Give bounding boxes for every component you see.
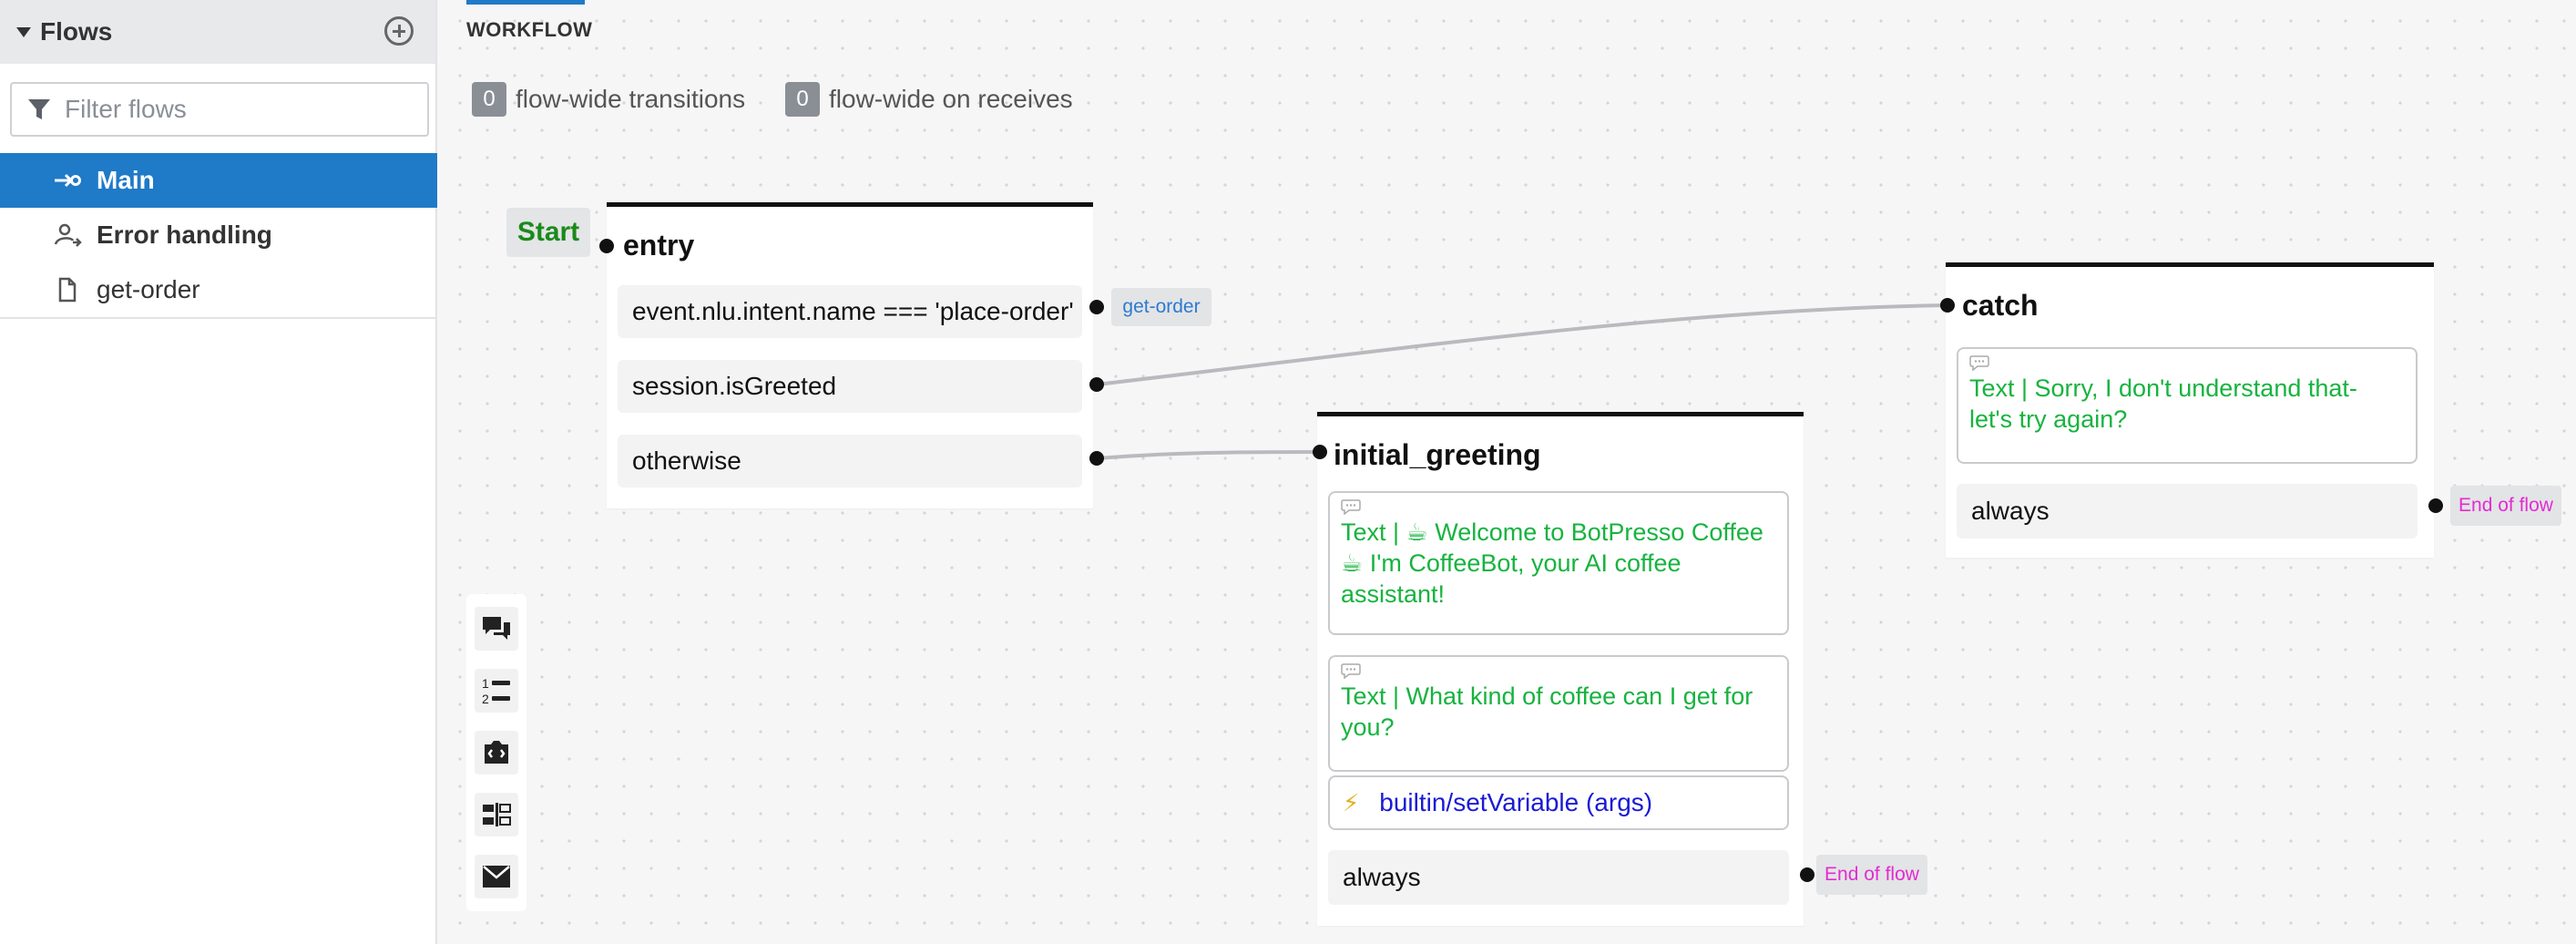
flow-wide-receives-label: flow-wide on receives	[829, 85, 1073, 113]
router-icon	[483, 803, 511, 826]
filter-flows-field[interactable]	[10, 82, 429, 137]
filter-flows-input[interactable]	[65, 95, 411, 124]
flow-item-main[interactable]: Main	[0, 153, 437, 208]
say-text: Text | ☕ Welcome to BotPresso Coffee ☕ I…	[1341, 518, 1763, 608]
flow-wide-receives[interactable]: 0 flow-wide on receives	[785, 82, 1073, 117]
transition-condition: session.isGreeted	[632, 372, 837, 400]
transition-condition: otherwise	[632, 446, 741, 475]
transition-output-port[interactable]	[2428, 498, 2443, 513]
link-otherwise-to-greeting	[1096, 450, 1320, 460]
filter-icon	[28, 99, 50, 119]
flow-wide-transitions-count: 0	[472, 82, 506, 117]
lightning-icon: ⚡	[1343, 788, 1360, 816]
say-card[interactable]: Text | Sorry, I don't understand that- l…	[1957, 347, 2418, 464]
node-title: initial_greeting	[1334, 438, 1541, 471]
entry-input-port[interactable]	[599, 239, 614, 253]
error-handling-icon	[54, 223, 82, 247]
node-title: entry	[623, 229, 695, 262]
svg-text:1: 1	[482, 676, 489, 691]
tab-active-indicator	[466, 0, 585, 5]
transition-condition: always	[1343, 863, 1421, 891]
transition-output-port[interactable]	[1089, 300, 1104, 314]
node-toolbar: 1 2	[466, 594, 526, 911]
flow-item-get-order[interactable]: get-order	[0, 262, 437, 317]
node-catch[interactable]: catch Text | Sorry, I don't understand t…	[1946, 262, 2434, 558]
speech-bubble-icon	[1341, 663, 1361, 679]
say-card[interactable]: Text | What kind of coffee can I get for…	[1328, 655, 1789, 772]
transition-row[interactable]: session.isGreeted	[618, 360, 1082, 413]
node-title: catch	[1962, 289, 2039, 322]
transition-condition: always	[1971, 497, 2050, 525]
transition-row[interactable]: event.nlu.intent.name === 'place-order'	[618, 285, 1082, 338]
say-text: Text | Sorry, I don't understand that- l…	[1969, 375, 2357, 433]
action-card[interactable]: ⚡ builtin/setVariable (args)	[1328, 775, 1789, 830]
standard-node-tool[interactable]	[475, 607, 518, 651]
catch-input-port[interactable]	[1940, 298, 1955, 313]
transition-output-port[interactable]	[1089, 451, 1104, 466]
transition-row[interactable]: always	[1957, 484, 2418, 539]
target-tag-get-order[interactable]: get-order	[1111, 288, 1211, 326]
flow-wide-transitions-label: flow-wide transitions	[516, 85, 746, 113]
link-session-to-catch	[1096, 303, 1948, 386]
transition-row[interactable]: otherwise	[618, 435, 1082, 487]
main-flow-icon	[55, 173, 81, 188]
say-text: Text | What kind of coffee can I get for…	[1341, 682, 1753, 741]
flow-list: Main Error handling get-order	[0, 153, 437, 319]
flows-title: Flows	[40, 17, 113, 46]
flow-item-label: Main	[97, 166, 155, 194]
flow-item-label: get-order	[97, 275, 200, 303]
skill-icon	[485, 741, 508, 764]
skill-tool[interactable]	[475, 731, 518, 775]
speech-bubble-icon	[1969, 355, 1989, 371]
action-icon	[483, 866, 510, 888]
list-icon: 1 2	[482, 676, 510, 706]
node-entry[interactable]: entry event.nlu.intent.name === 'place-o…	[607, 202, 1093, 508]
flow-item-error-handling[interactable]: Error handling	[0, 208, 437, 262]
action-tool[interactable]	[475, 855, 518, 898]
initial-greeting-input-port[interactable]	[1313, 445, 1327, 459]
add-flow-icon[interactable]	[384, 16, 414, 46]
workflow-canvas[interactable]: WORKFLOW 0 flow-wide transitions 0 flow-…	[439, 0, 2576, 944]
transition-output-port[interactable]	[1800, 867, 1814, 882]
target-tag-end-of-flow[interactable]: End of flow	[1816, 855, 1927, 895]
start-label: Start	[506, 208, 590, 257]
tab-workflow[interactable]: WORKFLOW	[466, 18, 593, 41]
node-initial-greeting[interactable]: initial_greeting Text | ☕ Welcome to Bot…	[1317, 412, 1804, 926]
file-icon	[58, 277, 77, 303]
router-tool[interactable]	[475, 793, 518, 836]
transition-output-port[interactable]	[1089, 377, 1104, 392]
standard-node-icon	[483, 617, 510, 640]
caret-down-icon[interactable]	[16, 26, 31, 37]
target-tag-end-of-flow[interactable]: End of flow	[2450, 486, 2561, 526]
say-card[interactable]: Text | ☕ Welcome to BotPresso Coffee ☕ I…	[1328, 491, 1789, 635]
transition-condition: event.nlu.intent.name === 'place-order'	[632, 297, 1074, 325]
flow-wide-receives-count: 0	[785, 82, 820, 117]
svg-text:2: 2	[482, 692, 489, 706]
connections	[1096, 303, 1948, 460]
list-tool[interactable]: 1 2	[475, 669, 518, 713]
transition-row[interactable]: always	[1328, 850, 1789, 905]
flows-sidebar: Flows Main Error handling	[0, 0, 437, 944]
flow-item-label: Error handling	[97, 221, 272, 249]
flow-wide-transitions[interactable]: 0 flow-wide transitions	[472, 82, 745, 117]
speech-bubble-icon	[1341, 499, 1361, 515]
flows-header[interactable]: Flows	[0, 0, 435, 64]
action-text: builtin/setVariable (args)	[1379, 788, 1653, 816]
